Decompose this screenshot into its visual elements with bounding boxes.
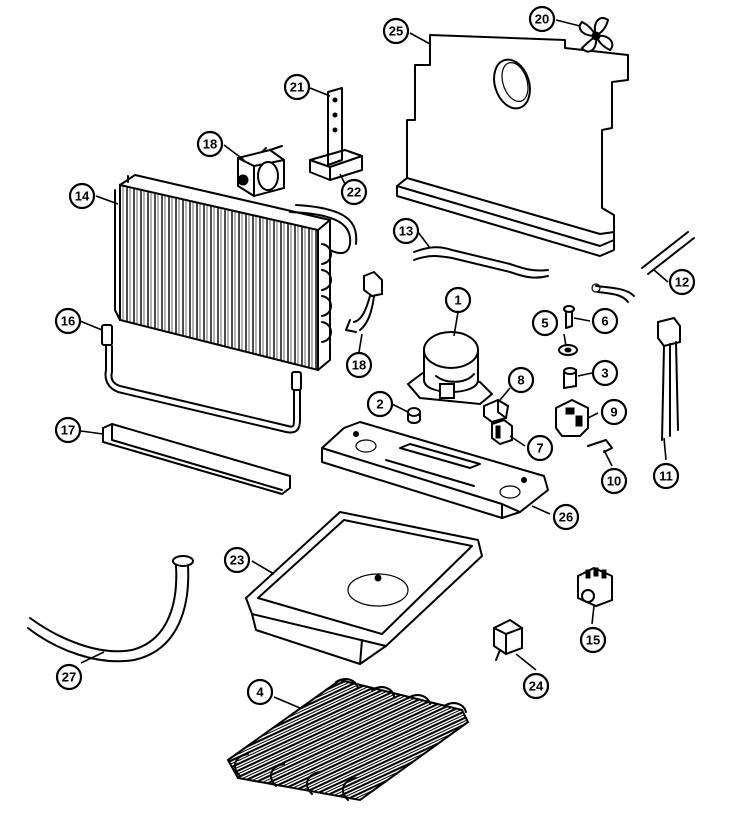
part-16-drain-tube — [101, 324, 302, 434]
part-18-harness — [345, 270, 383, 333]
svg-text:23: 23 — [230, 553, 244, 568]
callout-23: 23 — [223, 546, 251, 574]
svg-text:5: 5 — [541, 316, 548, 331]
part-15-thermostat — [577, 566, 613, 608]
part-6-screw — [563, 305, 575, 329]
callout-9: 9 — [600, 398, 628, 426]
callout-11: 11 — [652, 462, 680, 490]
svg-text:9: 9 — [610, 405, 617, 420]
callout-12: 12 — [668, 268, 696, 296]
svg-text:18: 18 — [352, 358, 366, 373]
part-22-bracket-base — [309, 149, 363, 181]
part-23-drain-pan — [245, 511, 483, 665]
part-2-grommet — [407, 407, 421, 424]
part-25-panel — [396, 34, 629, 257]
part-11-cord — [657, 316, 681, 441]
callout-10: 10 — [600, 467, 628, 495]
svg-text:14: 14 — [75, 189, 90, 204]
part-10-clip — [587, 439, 613, 453]
svg-text:17: 17 — [61, 423, 75, 438]
svg-text:16: 16 — [61, 314, 75, 329]
svg-text:8: 8 — [517, 373, 524, 388]
callout-21: 21 — [283, 73, 311, 101]
callout-18-upper: 18 — [196, 130, 224, 158]
callout-18-lower: 18 — [345, 351, 373, 379]
callout-1: 1 — [444, 286, 472, 314]
svg-text:13: 13 — [399, 224, 413, 239]
svg-text:24: 24 — [529, 679, 544, 694]
svg-text:10: 10 — [607, 474, 621, 489]
part-7-capacitor — [491, 418, 513, 446]
callout-13: 13 — [392, 217, 420, 245]
part-3-spacer — [563, 367, 577, 390]
callout-4: 4 — [246, 678, 274, 706]
svg-text:12: 12 — [675, 275, 689, 290]
part-21-bracket — [327, 87, 343, 166]
svg-text:1: 1 — [454, 293, 461, 308]
callout-27: 27 — [55, 663, 83, 691]
callout-26: 26 — [552, 503, 580, 531]
callout-8: 8 — [507, 366, 535, 394]
part-26-base — [321, 421, 549, 519]
svg-text:15: 15 — [586, 633, 600, 648]
part-19-solenoid — [237, 145, 285, 198]
callout-6: 6 — [591, 307, 619, 335]
part-8-relay-clip — [483, 398, 510, 424]
svg-text:22: 22 — [347, 185, 361, 200]
svg-text:7: 7 — [536, 441, 543, 456]
callout-17: 17 — [54, 416, 82, 444]
callout-20: 20 — [528, 5, 556, 33]
svg-text:21: 21 — [290, 80, 304, 95]
part-9-overload — [555, 398, 589, 437]
svg-text:20: 20 — [535, 12, 549, 27]
svg-text:2: 2 — [376, 397, 383, 412]
svg-text:6: 6 — [601, 314, 608, 329]
part-5-washer — [558, 344, 578, 356]
svg-text:26: 26 — [559, 510, 573, 525]
callout-7: 7 — [526, 434, 554, 462]
callout-25: 25 — [382, 17, 410, 45]
part-27-hose — [27, 555, 194, 663]
svg-text:11: 11 — [659, 469, 673, 484]
callout-5: 5 — [531, 309, 559, 337]
callout-24: 24 — [522, 672, 550, 700]
callout-14: 14 — [68, 182, 96, 210]
callout-3: 3 — [591, 359, 619, 387]
part-20-fan-blade — [578, 17, 614, 53]
part-13-capillary — [413, 246, 549, 279]
svg-text:27: 27 — [62, 670, 76, 685]
svg-text:18: 18 — [203, 137, 217, 152]
svg-text:4: 4 — [256, 685, 264, 700]
callout-22: 22 — [340, 178, 368, 206]
part-14-coil — [114, 174, 358, 372]
part-24-bracket — [493, 618, 523, 661]
leader-lines — [79, 19, 669, 709]
part-4-heater — [226, 678, 470, 802]
part-12-tube — [591, 231, 695, 303]
part-17-angle-strip — [102, 423, 291, 495]
callout-2: 2 — [366, 390, 394, 418]
part-1-compressor — [406, 331, 494, 406]
callout-16: 16 — [54, 307, 82, 335]
svg-text:25: 25 — [389, 24, 403, 39]
callout-15: 15 — [579, 626, 607, 654]
svg-text:3: 3 — [601, 366, 608, 381]
